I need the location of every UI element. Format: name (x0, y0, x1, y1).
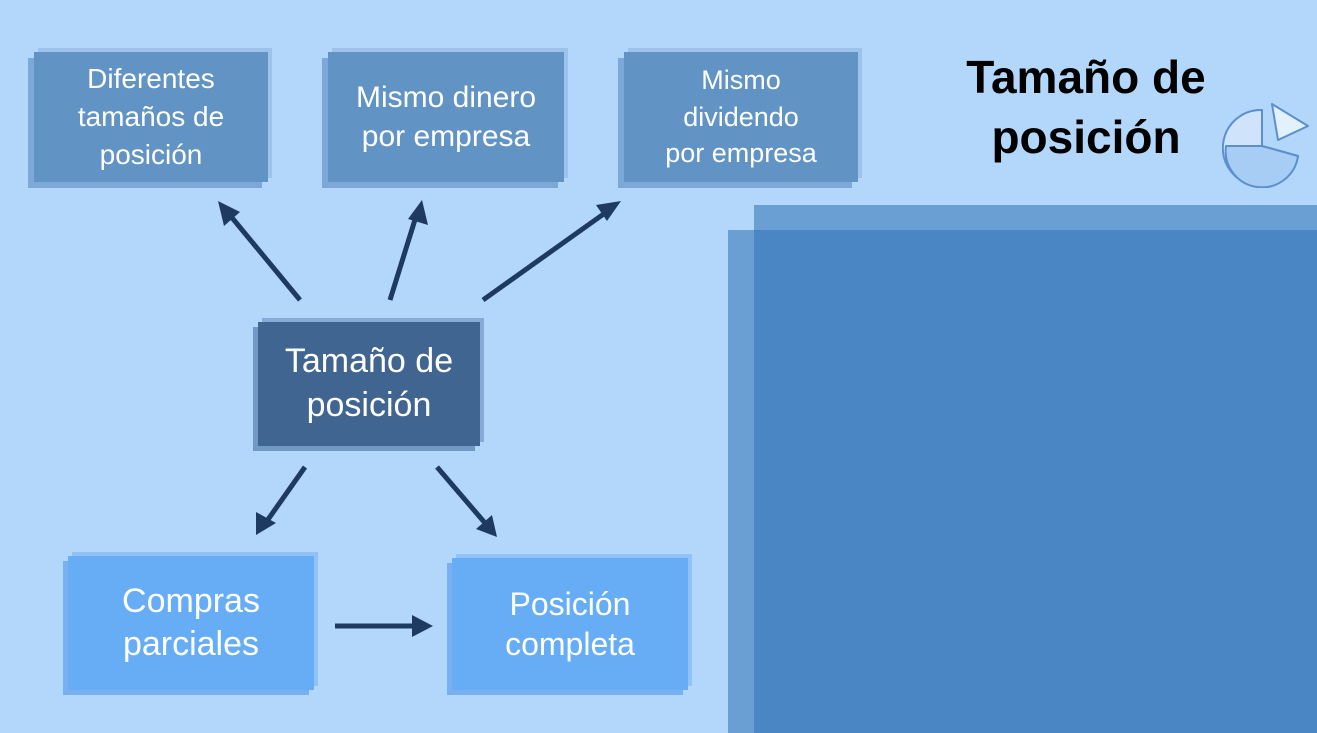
box-different-sizes: Diferentes tamaños de posición (34, 52, 268, 182)
box-same-money-label: Mismo dinero por empresa (355, 81, 537, 153)
box-partial-purchases-label: Compras parciales (122, 582, 260, 663)
arrowhead (412, 615, 433, 637)
panel-main (728, 230, 1317, 733)
box-different-sizes-label: Diferentes tamaños de posición (77, 62, 225, 171)
arrow-to-different-sizes (222, 206, 302, 302)
page-title: Tamaño de posición (966, 51, 1206, 163)
box-full-position: Posición completa (452, 558, 688, 690)
pie-chart-icon (1222, 103, 1309, 188)
box-same-dividend-label: Mismo dividendo por empresa (665, 64, 817, 169)
arrowhead (256, 512, 276, 535)
arrowhead (476, 515, 497, 537)
arrowhead (218, 201, 240, 226)
box-partial-purchases: Compras parciales (68, 556, 314, 690)
arrow-to-full (435, 465, 493, 532)
arrows-layer (218, 200, 621, 637)
arrow-to-partial (259, 465, 308, 530)
box-full-position-label: Posición completa (505, 585, 635, 662)
arrowhead (596, 201, 621, 221)
arrow-to-same-money (387, 209, 421, 301)
box-position-size: Tamaño de posición (258, 322, 480, 446)
box-position-size-label: Tamaño de posición (284, 342, 454, 424)
box-same-dividend: Mismo dividendo por empresa (624, 52, 858, 182)
arrowhead (408, 200, 428, 225)
arrow-to-same-dividend (481, 205, 614, 303)
box-same-money: Mismo dinero por empresa (328, 52, 564, 182)
